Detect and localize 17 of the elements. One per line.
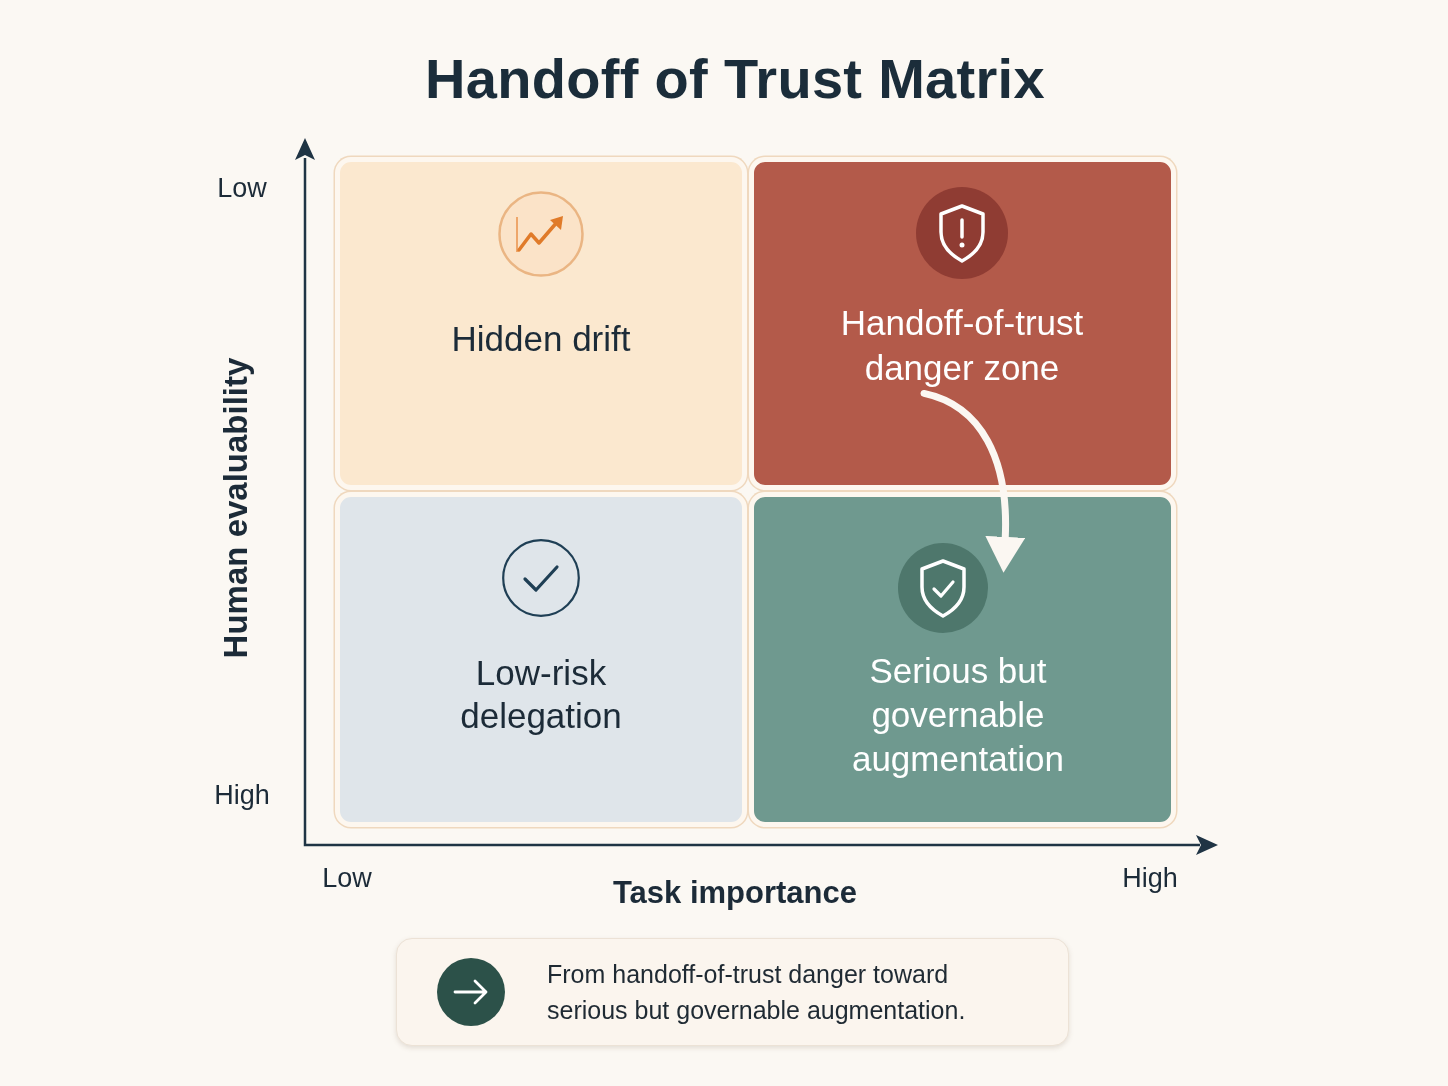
quadrant-label: Handoff-of-trust danger zone bbox=[839, 302, 1085, 389]
axis-title: Task importance bbox=[612, 875, 858, 911]
diagram-title: Handoff of Trust Matrix bbox=[425, 45, 1045, 111]
quadrant-card bbox=[335, 492, 747, 827]
axis-title: Human evaluability bbox=[217, 357, 255, 659]
quadrant-card bbox=[749, 157, 1176, 490]
quadrant-label: Serious but governable augmentation bbox=[850, 650, 1066, 780]
quadrant-card bbox=[749, 492, 1176, 827]
quadrant-label: Hidden drift bbox=[450, 318, 632, 360]
axis-tick-label: High bbox=[1122, 862, 1178, 894]
axis-tick-label: Low bbox=[217, 172, 267, 204]
axis-tick-label: Low bbox=[322, 862, 372, 894]
curved-arrow bbox=[920, 389, 1026, 573]
quadrant-label: Low-risk delegation bbox=[459, 652, 623, 737]
quadrant-card bbox=[335, 157, 747, 490]
legend-text: From handoff-of-trust danger toward serious but governable augmentation. bbox=[547, 959, 967, 1026]
axis-tick-label: High bbox=[214, 779, 270, 811]
